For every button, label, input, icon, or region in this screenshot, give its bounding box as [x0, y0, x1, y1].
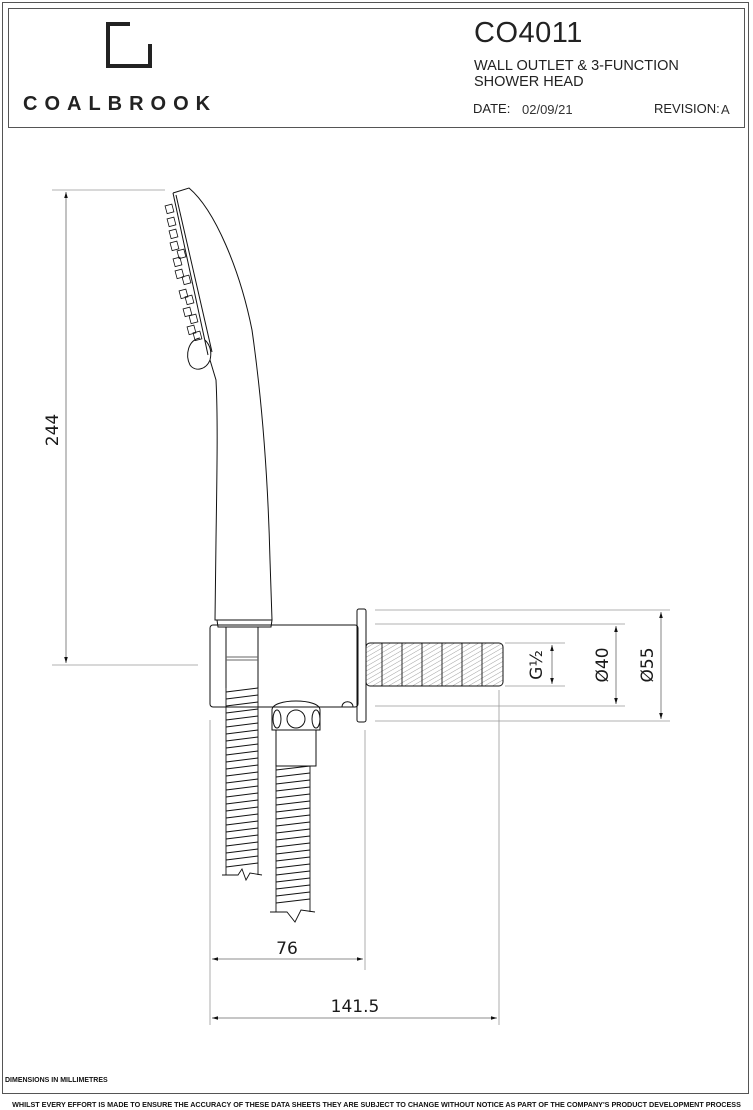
total-width-label: 141.5	[331, 997, 380, 1017]
drawing-sheet-border	[2, 2, 749, 1094]
date-label: DATE:	[473, 101, 511, 116]
height-dim-label: 244	[43, 414, 63, 446]
coalbrook-logo-icon	[106, 22, 152, 68]
revision-label: REVISION:	[654, 101, 720, 116]
hose-left	[222, 687, 263, 882]
product-code: CO4011	[474, 17, 583, 49]
product-description: WALL OUTLET & 3-FUNCTION SHOWER HEAD	[474, 58, 679, 90]
revision-value: A	[721, 102, 730, 117]
disclaimer: WHILST EVERY EFFORT IS MADE TO ENSURE TH…	[12, 1100, 741, 1109]
brand-name: COALBROOK	[23, 93, 218, 115]
diameter-dimensions: G½ Ø40 Ø55	[375, 609, 670, 722]
hose-right	[270, 765, 316, 923]
title-block: COALBROOK CO4011 WALL OUTLET & 3-FUNCTIO…	[8, 8, 745, 128]
units-note: DIMENSIONS IN MILLIMETRES	[5, 1077, 108, 1084]
outlet-width-label: 76	[276, 939, 298, 959]
description-line-1: WALL OUTLET & 3-FUNCTION	[474, 58, 679, 74]
shower-handset	[164, 187, 273, 621]
outer-diameter-label: Ø55	[638, 647, 658, 682]
thread-dim-label: G½	[527, 650, 547, 680]
description-line-2: SHOWER HEAD	[474, 74, 584, 90]
date-value: 02/09/21	[522, 102, 573, 117]
height-dimension: 244	[43, 189, 198, 666]
wall-outlet	[209, 608, 504, 767]
inner-diameter-label: Ø40	[593, 647, 613, 682]
width-dimensions: 76 141.5	[209, 690, 500, 1025]
